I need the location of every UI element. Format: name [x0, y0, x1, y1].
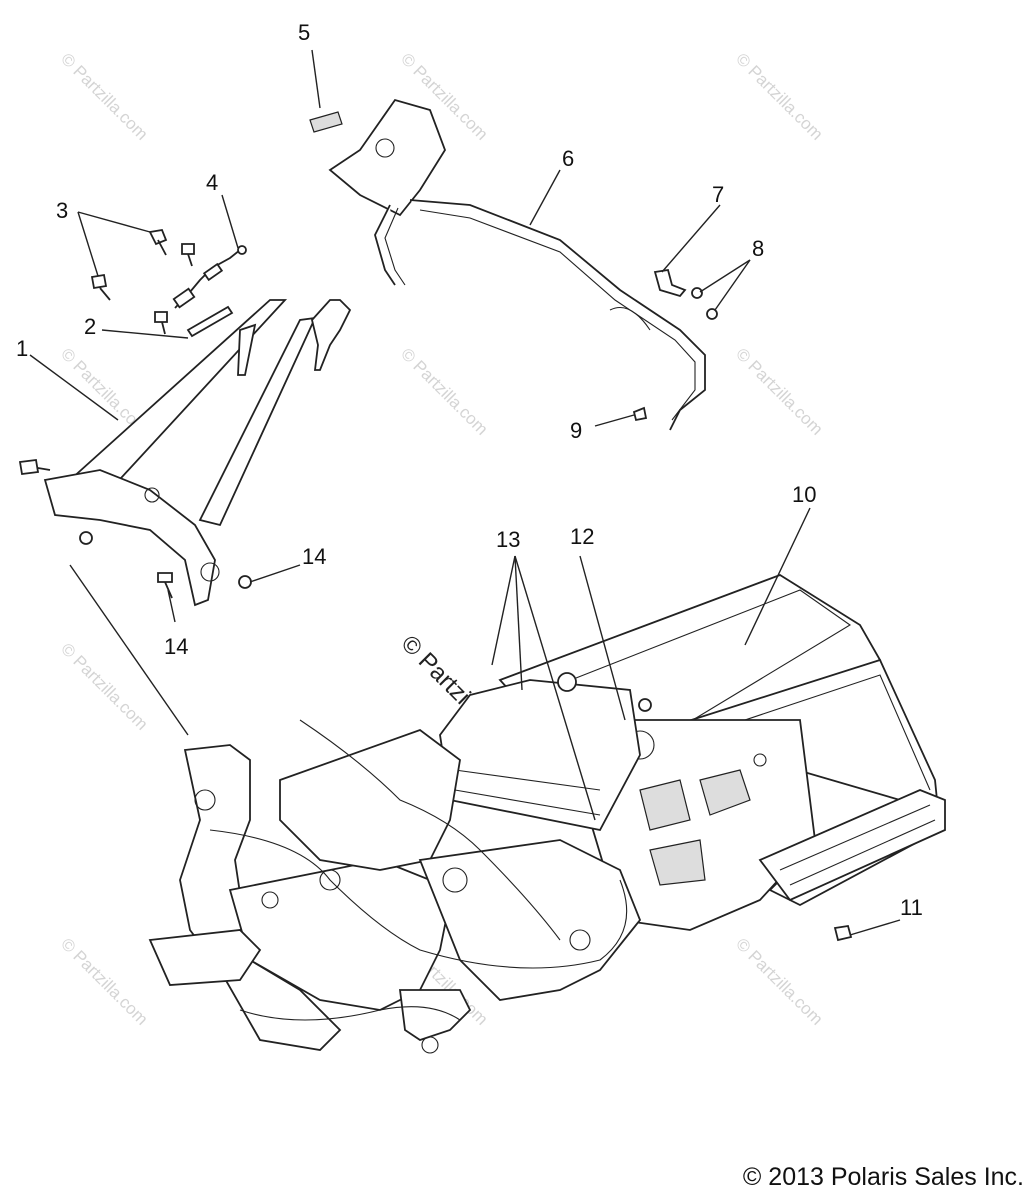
callout-13: 13 [496, 527, 520, 552]
callout-5: 5 [298, 20, 310, 45]
part-14-bolts [157, 572, 252, 599]
callout-14-left: 14 [164, 634, 188, 659]
watermark: © Partzilla.com [732, 49, 826, 143]
parts-7-8-9-small-hardware [632, 268, 718, 422]
callout-6: 6 [562, 146, 574, 171]
callout-10: 10 [792, 482, 816, 507]
callout-7: 7 [712, 182, 724, 207]
part-1-steering-assembly [18, 299, 352, 607]
part-3-bolts [90, 228, 195, 335]
watermark: © Partzilla.com [57, 639, 151, 733]
watermark: © Partzilla.com [57, 934, 151, 1028]
leader-lines [29, 49, 901, 936]
part-6-steering-post [328, 98, 706, 431]
watermark: © Partzilla.com [732, 934, 826, 1028]
callout-2: 2 [84, 314, 96, 339]
callouts: 5 4 3 6 7 8 2 1 9 10 13 12 14 14 11 [16, 20, 923, 920]
copyright-notice: © 2013 Polaris Sales Inc. [742, 1163, 1024, 1191]
callout-11: 11 [900, 895, 923, 920]
callout-8: 8 [752, 236, 764, 261]
chassis-frame [148, 574, 946, 1054]
callout-14-right: 14 [302, 544, 326, 569]
part-5-block [309, 111, 343, 133]
callout-9: 9 [570, 418, 582, 443]
watermark: © Partzilla.com [397, 344, 491, 438]
part-2-strip [186, 305, 234, 338]
watermark: © Partzilla.com [57, 49, 151, 143]
callout-1: 1 [16, 336, 28, 361]
callout-12: 12 [570, 524, 594, 549]
part-4-sensor [172, 245, 247, 309]
callout-3: 3 [56, 198, 68, 223]
callout-4: 4 [206, 170, 218, 195]
watermark: © Partzilla.com [732, 344, 826, 438]
